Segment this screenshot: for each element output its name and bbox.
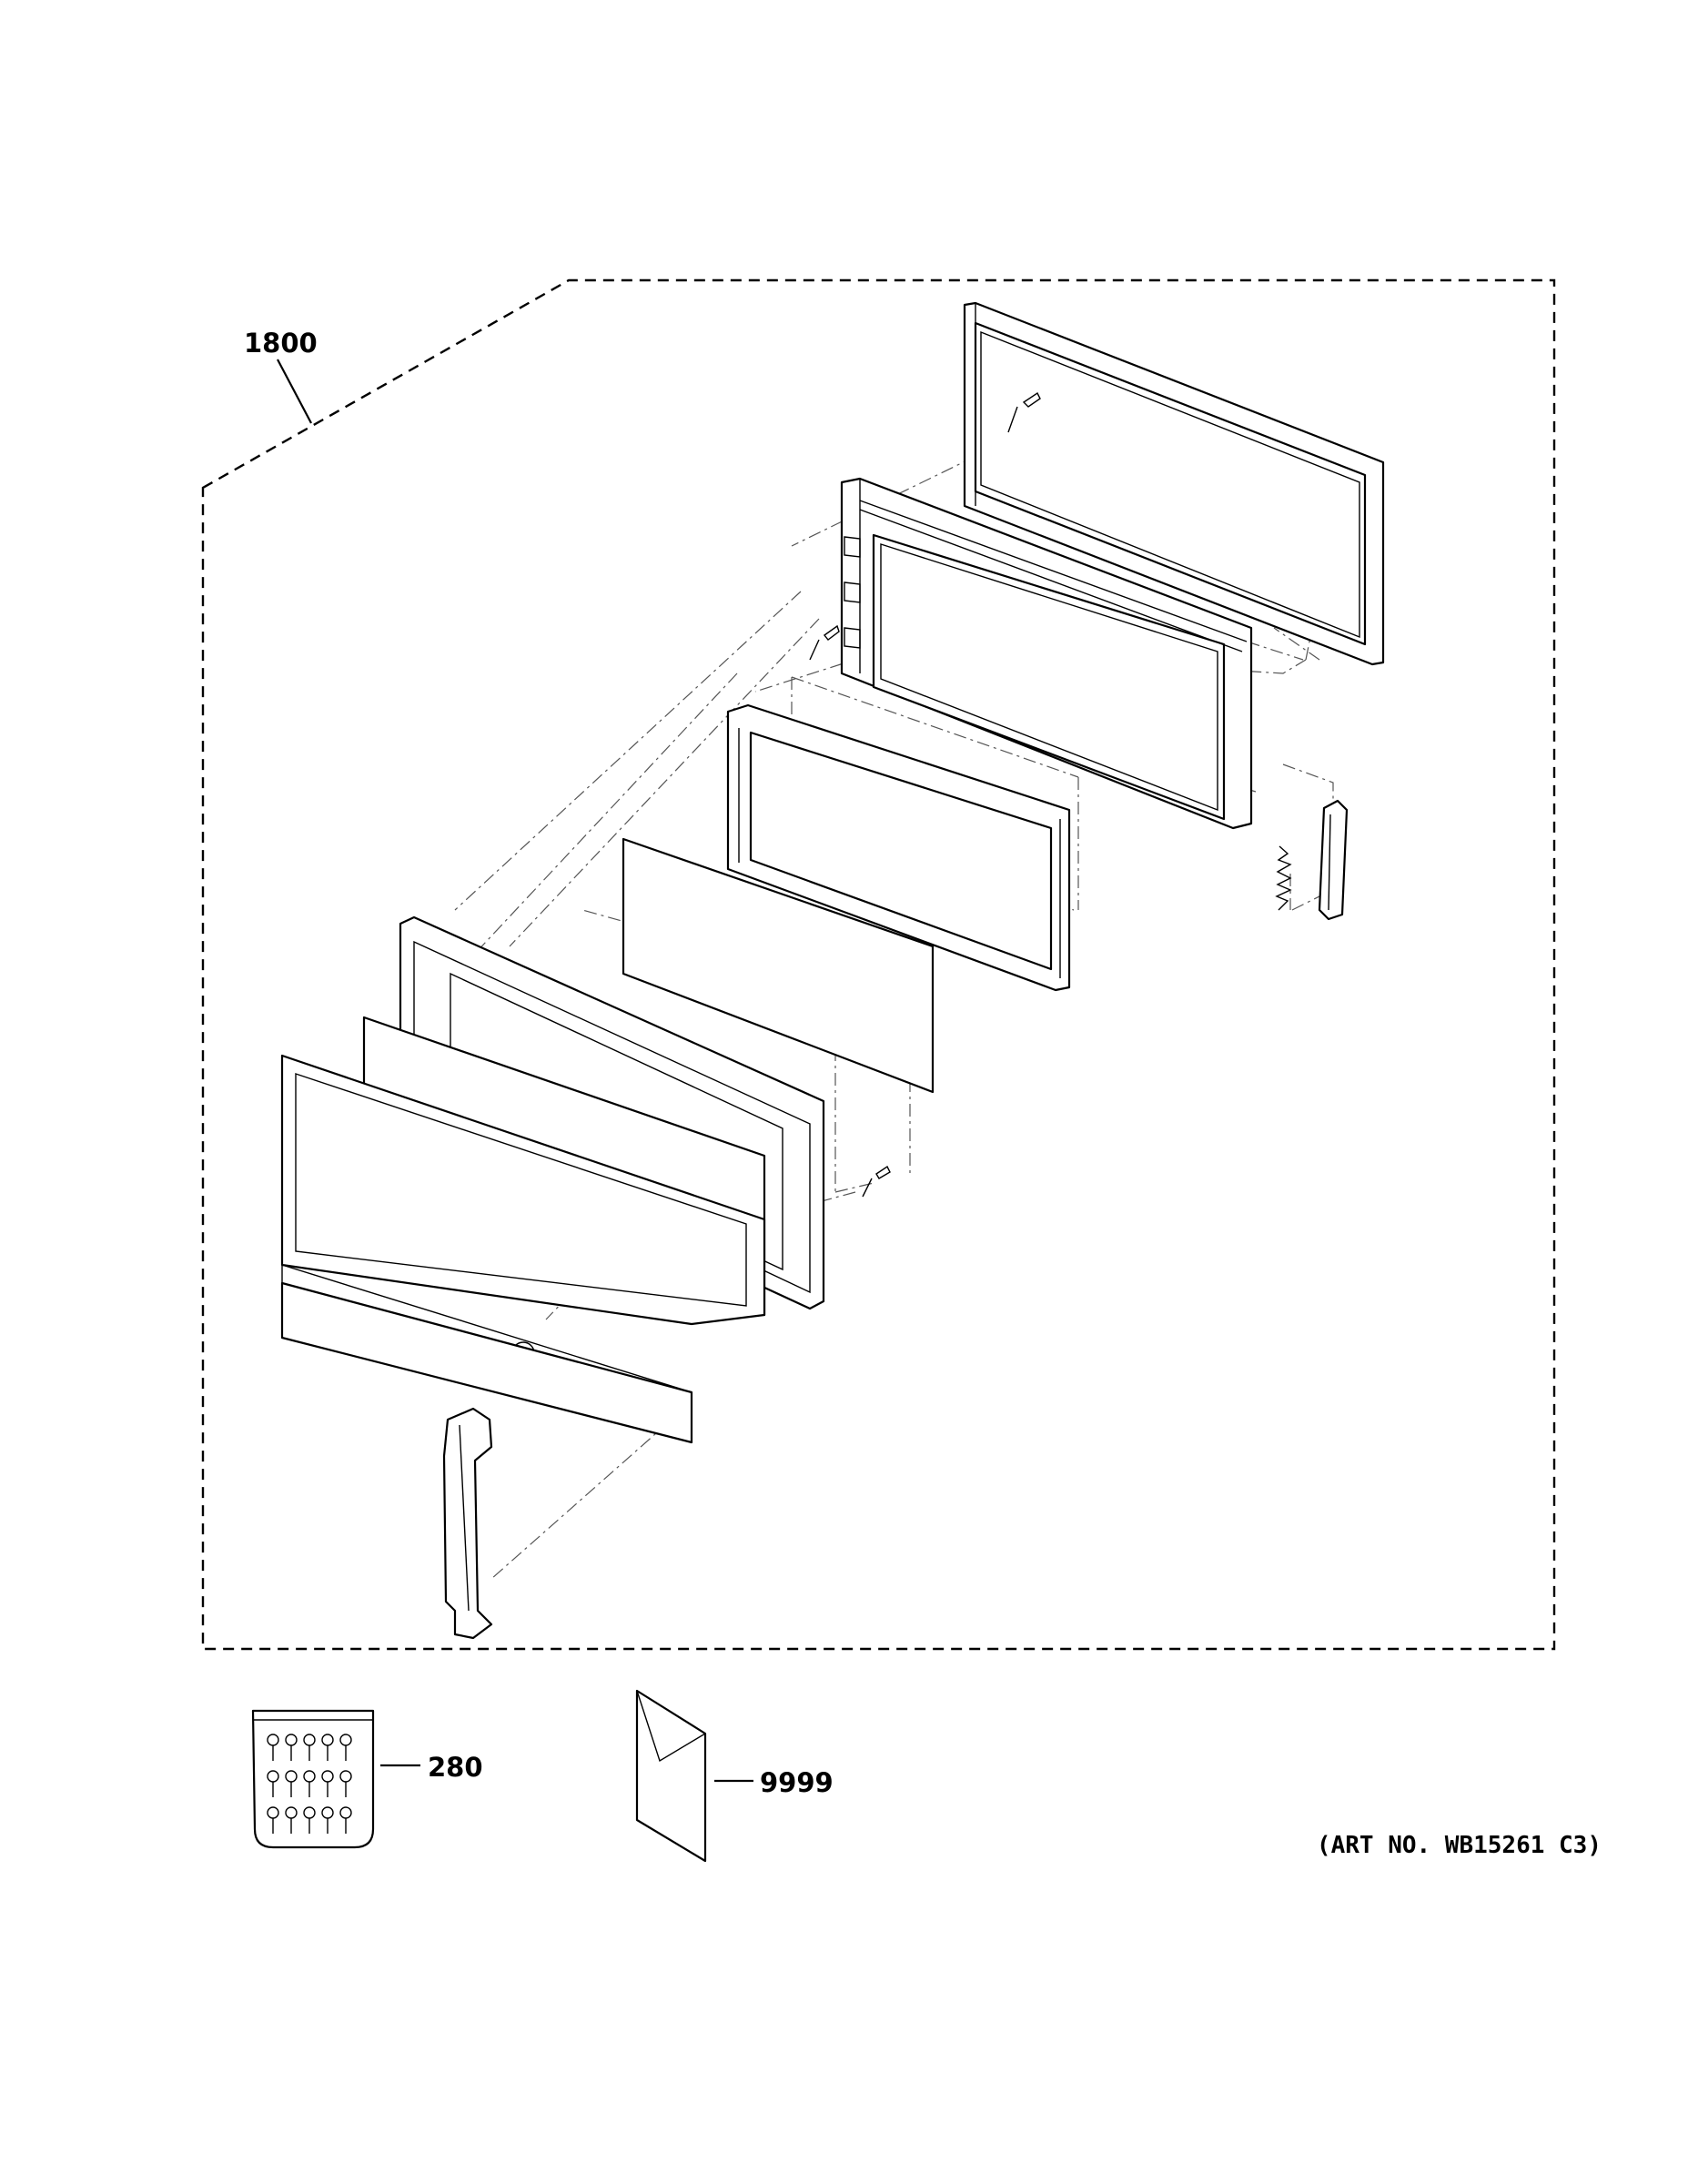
inner-door-frame [840,477,1253,830]
screw-bag-icon [251,1709,375,1849]
door-latch [1318,799,1349,921]
screws [809,391,1041,1198]
door-handle [442,1407,493,1640]
choke-seal [726,703,1071,992]
art-number: (ART NO. WB15261 C3) [1317,1832,1602,1859]
leader-1800 [277,359,312,424]
inner-glass-panel [622,837,935,1094]
door-trim-strip [280,1281,693,1444]
choke-frame [963,301,1385,666]
literature-envelope-icon [635,1689,707,1863]
assembly-boundary [201,278,1556,1651]
callout-1800: 1800 [244,328,318,359]
door-outer-panel [280,1054,766,1444]
callout-280: 280 [428,1752,483,1783]
latch-spring [1275,845,1292,911]
callout-9999: 9999 [760,1767,834,1798]
